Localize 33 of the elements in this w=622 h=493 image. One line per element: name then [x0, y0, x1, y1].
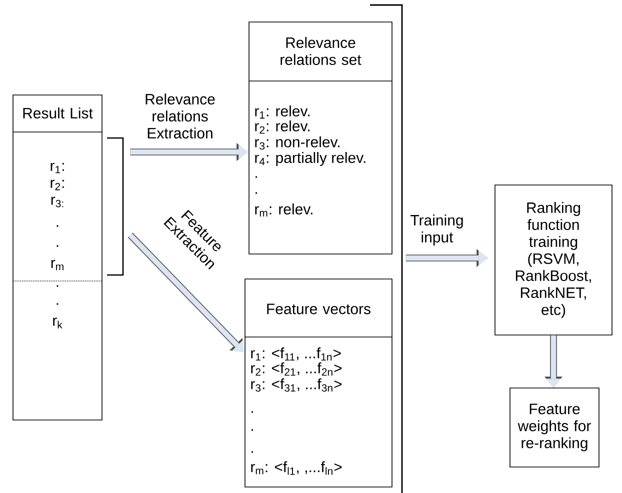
list-item: r$_{3:}$ — [51, 196, 64, 208]
process-box: Feature weights for re-ranking — [510, 388, 600, 468]
list-item: r$_{3}$: <f$_{31}$, ...f$_{3n}$> — [251, 378, 342, 392]
list-item: r$_{2}$: <f$_{21}$, ...f$_{2n}$> — [251, 362, 342, 376]
block-arrow — [130, 143, 248, 161]
list-item: . — [252, 429, 253, 431]
list-item: r$_{1}$: <f$_{11}$, ...f$_{1n}$> — [251, 347, 341, 361]
process-box: Ranking function training (RSVM, RankBoost, RankNET, etc) — [494, 184, 612, 336]
list-item: . — [256, 192, 257, 194]
list-item: r$_{1}$: relev. — [255, 105, 310, 119]
list-item: . — [56, 303, 58, 305]
bracket — [107, 137, 124, 276]
list-item: r$_{m}$ — [51, 260, 64, 270]
list-item: r$_{2}$: — [50, 180, 64, 190]
vertical-bar — [370, 4, 403, 493]
list-item: . — [56, 285, 58, 287]
block-arrow — [544, 335, 562, 388]
list-item: r$_{1}$: — [50, 162, 64, 174]
list-item: r$_{2}$: relev. — [255, 120, 310, 134]
edge-label: Training input — [410, 214, 463, 246]
list-item: . — [56, 225, 58, 227]
block-arrow — [406, 249, 488, 267]
list-item: r$_{k}$ — [53, 318, 62, 328]
list-item: r$_{4}$: partially relev. — [255, 152, 366, 166]
list-item: r$_{m}$: relev. — [255, 203, 312, 216]
list-item: . — [252, 411, 253, 413]
list-item: . — [252, 451, 253, 453]
list-item: r$_{3}$: non-relev. — [255, 136, 340, 150]
list-item: . — [256, 176, 257, 178]
list-item: . — [56, 245, 58, 247]
list-item: r$_{m}$: <f$_{l1}$, ,...f$_{ln}$> — [251, 461, 342, 475]
block-arrow — [128, 232, 244, 352]
edge-label: Relevance relations Extraction — [146, 94, 215, 138]
